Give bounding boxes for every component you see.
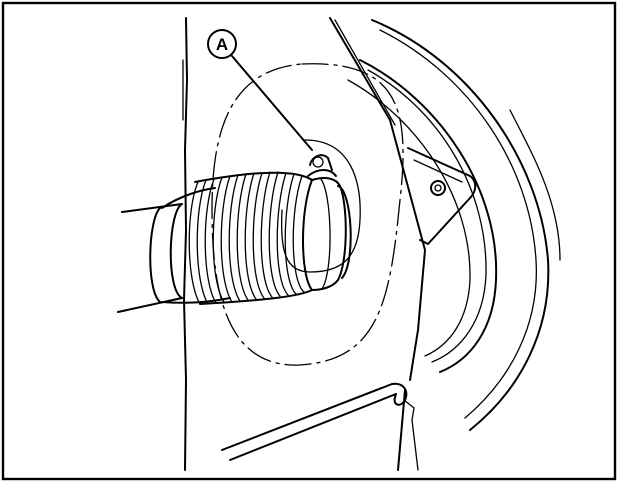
mounting-bracket (407, 147, 477, 245)
pulley-wheel (347, 19, 561, 431)
bottom-rod (221, 382, 419, 471)
callout-label: A (216, 35, 228, 54)
clamp-screw (307, 154, 337, 177)
bracket-bolt (430, 180, 446, 196)
dashed-circle (211, 63, 404, 366)
left-wall-edge (182, 17, 188, 471)
bellows-boot (188, 171, 352, 305)
callout-a: A (207, 29, 313, 151)
callout-leader-line (231, 55, 313, 151)
callout-circle (207, 29, 237, 59)
